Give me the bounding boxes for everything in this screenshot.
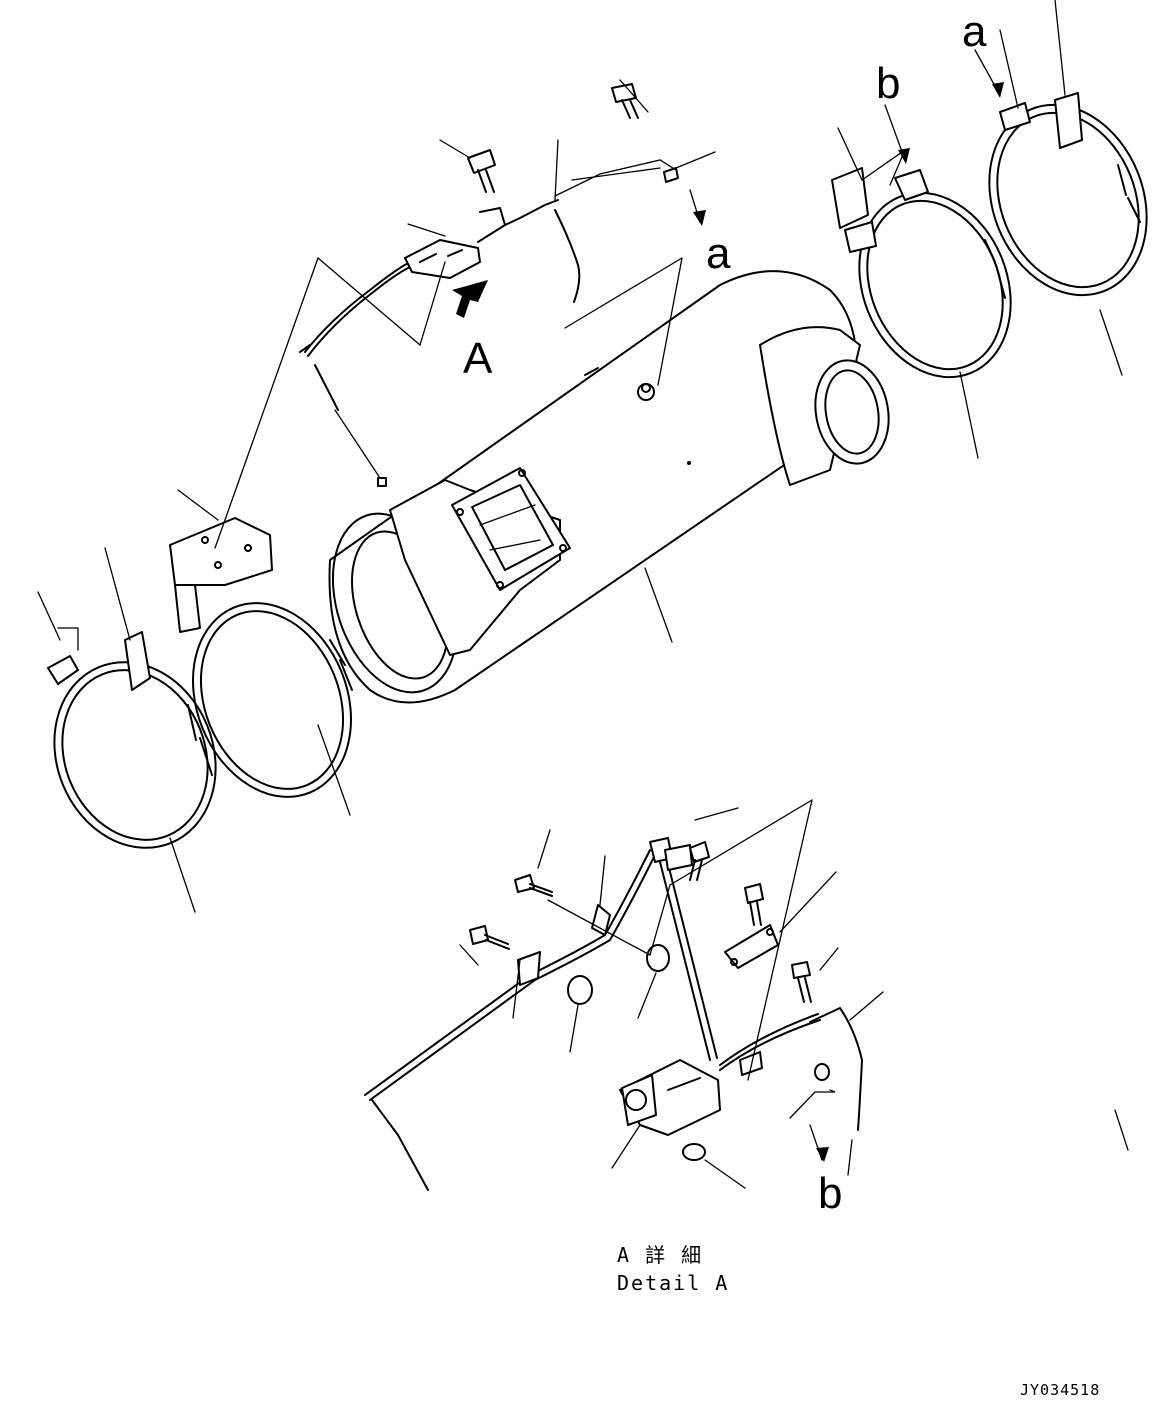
view-label-a: A <box>463 334 493 383</box>
leader-lines-detail <box>459 799 1129 1189</box>
muffler-body <box>328 270 890 704</box>
arrowheads-detail <box>816 1147 829 1162</box>
clamp-band-right-outer <box>988 92 1148 297</box>
detail-caption-en: Detail A <box>617 1271 729 1295</box>
ref-label-a-top: a <box>962 7 987 56</box>
view-a-arrow <box>452 280 488 318</box>
clamp-band-right-inner <box>831 167 1012 379</box>
ref-label-a-mid: a <box>706 229 731 278</box>
ref-label-b-top: b <box>876 59 900 108</box>
detail-a-assembly <box>364 837 863 1191</box>
sensor-harness-top <box>299 83 679 411</box>
arrowheads-main <box>693 82 1004 226</box>
drawing-number: JY034518 <box>1020 1381 1100 1399</box>
ref-label-b-bottom: b <box>818 1169 842 1218</box>
sensor-bracket <box>169 517 273 633</box>
clamp-band-left-inner <box>192 602 353 798</box>
detail-caption-jp: A 詳 細 <box>617 1243 703 1267</box>
clamp-band-left-outer <box>47 631 217 849</box>
